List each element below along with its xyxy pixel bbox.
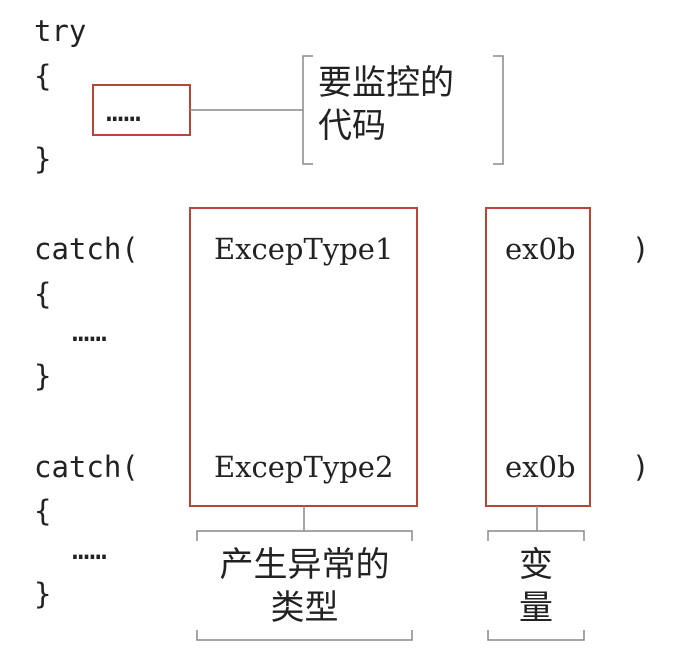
catch-keyword-1: catch( — [34, 232, 139, 266]
open-brace-try: { — [34, 59, 52, 93]
variable-label-line2: 量 — [519, 587, 553, 628]
open-brace-catch-1: { — [34, 277, 52, 311]
close-paren-2: ) — [632, 450, 650, 484]
exception-type-label-line2: 类型 — [270, 587, 339, 628]
variable-bracket-bottom — [487, 630, 585, 641]
open-brace-catch-2: { — [34, 494, 52, 528]
exception-bracket-top — [196, 530, 413, 541]
exception-type-1: ExcepType1 — [214, 232, 394, 266]
variable-box — [485, 207, 591, 507]
catch-2-body-ellipsis: …… — [72, 532, 107, 566]
exception-type-label: 产生异常的 类型 — [197, 544, 412, 629]
variable-2: ex0b — [505, 450, 576, 484]
close-paren-1: ) — [632, 232, 650, 266]
monitored-code-label: 要监控的 代码 — [318, 62, 468, 147]
exception-type-label-line1: 产生异常的 — [219, 545, 390, 585]
close-brace-catch-1: } — [34, 359, 52, 393]
catch-keyword-2: catch( — [34, 450, 139, 484]
monitored-code-bracket-right — [493, 55, 504, 165]
close-brace-try: } — [34, 142, 52, 176]
monitored-code-label-line2: 代码 — [318, 105, 386, 146]
variable-label-line1: 变 — [519, 545, 553, 585]
exception-bracket-bottom — [196, 630, 413, 641]
exception-type-2: ExcepType2 — [214, 450, 394, 484]
try-body-ellipsis: …… — [106, 94, 141, 128]
monitored-code-label-line1: 要监控的 — [318, 63, 454, 103]
close-brace-catch-2: } — [34, 577, 52, 611]
variable-bracket-top — [487, 530, 585, 541]
monitored-code-bracket-left — [302, 55, 313, 165]
try-keyword: try — [34, 14, 87, 48]
catch-1-body-ellipsis: …… — [72, 314, 107, 348]
variable-1: ex0b — [505, 232, 576, 266]
variable-label: 变 量 — [488, 544, 584, 629]
